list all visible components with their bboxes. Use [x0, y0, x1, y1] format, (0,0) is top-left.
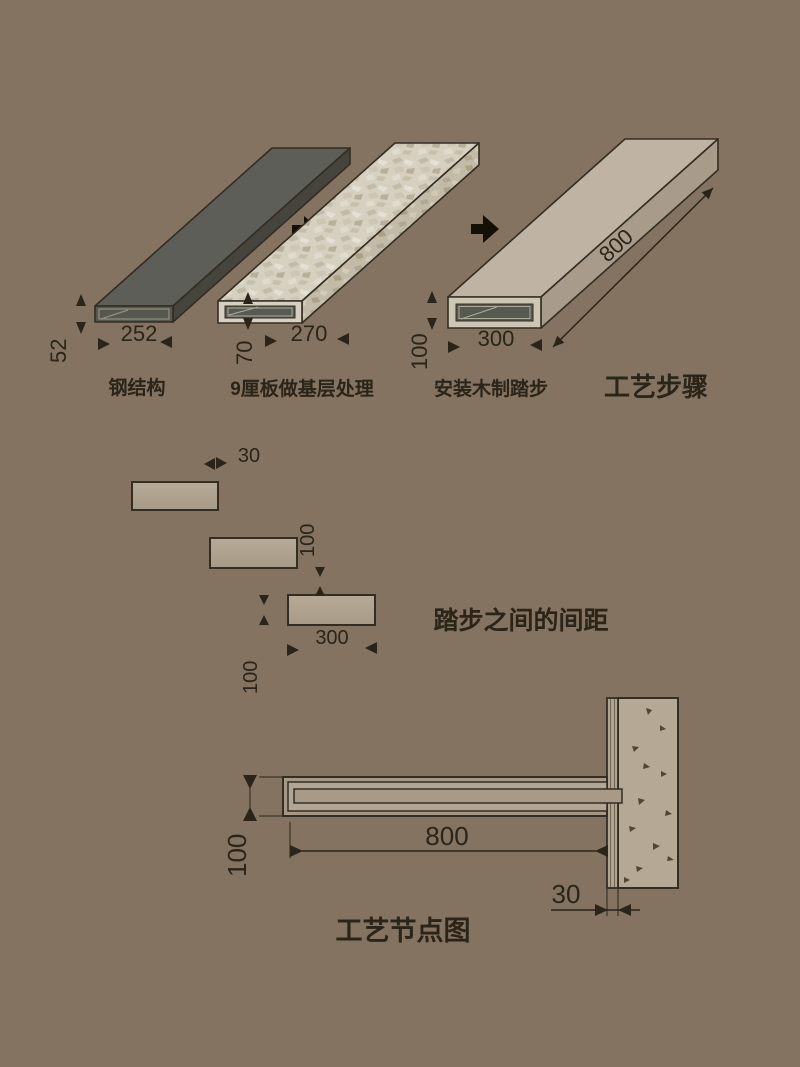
arrow-up-icon [315, 586, 325, 596]
arrow-left-tick-icon [618, 904, 631, 916]
arrow-right-tick-icon [98, 338, 110, 350]
arrow-right-tick-icon [287, 644, 299, 656]
arrow-up-icon [427, 291, 437, 303]
wood-tube-diagonal [460, 306, 498, 320]
arrow-up-icon [243, 807, 257, 821]
arrow-up-icon [243, 292, 253, 304]
dim-wood-height: 100 [407, 333, 432, 370]
wood-front-tube [455, 303, 534, 322]
label-steel: 钢结构 [108, 376, 165, 399]
osb-tube-diagonal [228, 306, 259, 316]
arrow-down-icon [427, 318, 437, 330]
wood-tube-inner-outline [458, 306, 531, 319]
arrow-left-tick-icon [204, 458, 215, 470]
dim-overlap: 30 [238, 445, 260, 467]
label-wood: 安装木制踏步 [434, 377, 548, 400]
spacing-dimensions: 30 100 100 300 [204, 445, 377, 694]
arrow-left-tick-icon [160, 336, 172, 348]
arrow-right-tick-icon [216, 457, 227, 469]
spacing-title: 踏步之间的间距 [433, 606, 608, 635]
arrow-down-icon [76, 322, 86, 334]
osb-tube-inner-outline [227, 307, 293, 317]
steel-beam-front-face [94, 305, 174, 323]
tread-steel-tube [293, 788, 623, 804]
arrow-right-tick-icon [595, 904, 608, 916]
arrow-left-tick-icon [530, 339, 542, 351]
step-arrow-right-icon [471, 215, 499, 243]
spacing-section: 30 100 100 300 踏步之间的间距 [131, 445, 609, 694]
process-steps-section: 52 252 钢结构 70 270 9厘板做基层处理 [46, 138, 719, 402]
dim-node-thickness: 100 [222, 834, 252, 877]
wall-speckles [624, 708, 674, 883]
osb-beam [217, 142, 480, 324]
dim-node-length: 800 [425, 821, 468, 851]
dim-tread-thickness: 100 [240, 661, 262, 694]
tread-step-1 [131, 481, 219, 511]
arrow-down-icon [259, 595, 269, 605]
osb-front-tube [224, 305, 296, 319]
arrow-right-tick-icon [448, 341, 460, 353]
dim-wood-width: 300 [478, 326, 515, 351]
arrow-right-tick-icon [290, 845, 303, 857]
osb-beam-dimensions: 70 270 9厘板做基层处理 [230, 292, 374, 400]
dim-tread-width: 300 [315, 627, 348, 649]
arrow-left-tick-icon [595, 845, 608, 857]
steel-tube-diagonal [100, 309, 129, 320]
arrow-down-icon [243, 775, 257, 789]
arrow-left-tick-icon [337, 333, 349, 345]
arrow-left-tick-icon [365, 642, 377, 654]
dim-length-line [552, 187, 714, 348]
dim-steel-height: 52 [46, 339, 71, 363]
dim-vertical-gap: 100 [297, 524, 319, 557]
node-detail-section: 100 800 30 工艺节点图 [222, 697, 679, 946]
dim-osb-height: 70 [232, 341, 257, 365]
node-detail-title: 工艺节点图 [336, 916, 471, 946]
process-steps-title: 工艺步骤 [604, 372, 708, 402]
node-dimensions: 100 800 30 [222, 775, 640, 916]
arrow-down-icon [243, 318, 253, 330]
arrow-down-icon [315, 567, 325, 577]
label-osb: 9厘板做基层处理 [230, 377, 374, 400]
arrow-up-icon [259, 615, 269, 625]
steel-tube-inner-outline [98, 308, 170, 320]
arrow-right-tick-icon [265, 335, 277, 347]
arrow-up-icon [76, 294, 86, 306]
steel-beam [94, 147, 351, 323]
tread-step-3 [287, 594, 376, 626]
tread-step-2 [209, 537, 298, 569]
steel-beam-dimensions: 52 252 钢结构 [46, 294, 172, 399]
dim-node-batten: 30 [552, 879, 581, 909]
dim-steel-width: 252 [121, 321, 158, 346]
dim-osb-width: 270 [291, 321, 328, 346]
